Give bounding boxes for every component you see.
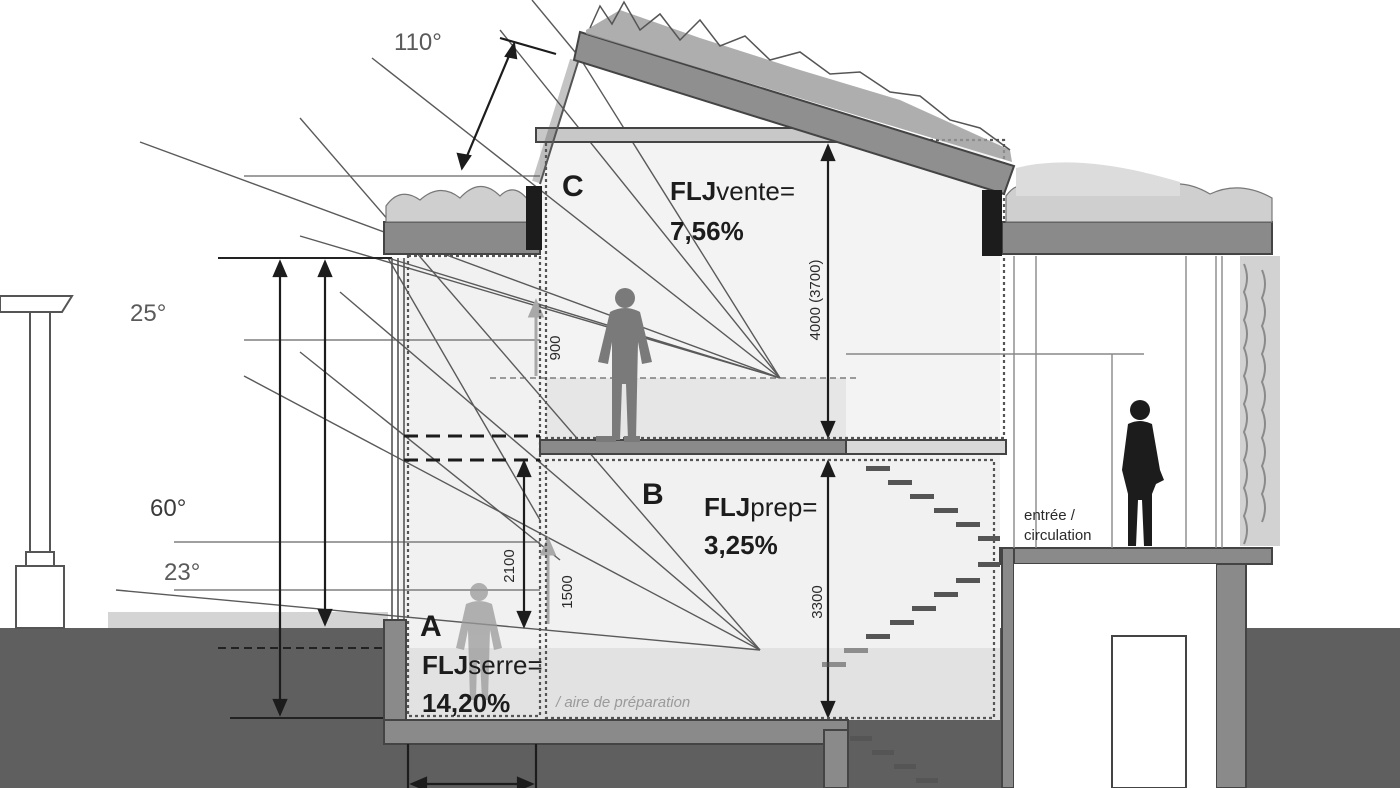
entrance-room [846,256,1223,788]
flj-prep-name: prep= [750,492,817,522]
angle-23-label: 23° [164,559,200,586]
flj-prefix: FLJ [704,492,750,522]
flj-serre-value: 14,20% [422,688,510,718]
angle-60-label: 60° [150,495,186,522]
entree-label-line2: circulation [1024,527,1092,544]
angle-110-label: 110° [394,29,442,56]
person-upper [596,288,652,442]
flj-prefix: FLJ [422,650,468,680]
flj-vente-name: vente= [716,176,795,206]
flj-vente-label: FLJvente= [670,176,795,206]
dimension-1500: 1500 [559,575,576,608]
flj-serre-name: serre= [468,650,542,680]
dimension-3300: 3300 [809,585,826,618]
staircase [822,466,1000,783]
person-entrance [1122,400,1164,546]
flj-vente-value: 7,56% [670,216,744,246]
green-wall [1240,256,1280,546]
roof-joints [526,186,1002,256]
flj-prefix: FLJ [670,176,716,206]
dimension-2100: 2100 [501,549,518,582]
level-lines [218,257,392,719]
flat-roof-vegetation [385,162,1273,223]
zone-c-letter: C [562,170,584,203]
sun-rays [115,0,781,651]
dimension-arrows [272,36,836,719]
zone-a-letter: A [420,610,442,643]
angle-25-label: 25° [130,300,166,327]
flj-prep-label: FLJprep= [704,492,817,522]
pergola [0,295,74,629]
flj-serre-label: FLJserre= [422,650,543,680]
greenhouse-facade [391,258,405,620]
foundation-arrows [406,744,538,788]
person-lower [456,583,502,700]
dimension-900: 900 [547,335,564,360]
entree-label-line1: entrée / [1024,507,1076,524]
floor-dash-lines [404,434,540,462]
aire-preparation-label: / aire de préparation [555,694,690,711]
flj-prep-value: 3,25% [704,530,778,560]
green-roof [532,0,1016,196]
dimension-4000: 4000 (3700) [807,260,824,341]
zone-b-letter: B [642,478,664,511]
